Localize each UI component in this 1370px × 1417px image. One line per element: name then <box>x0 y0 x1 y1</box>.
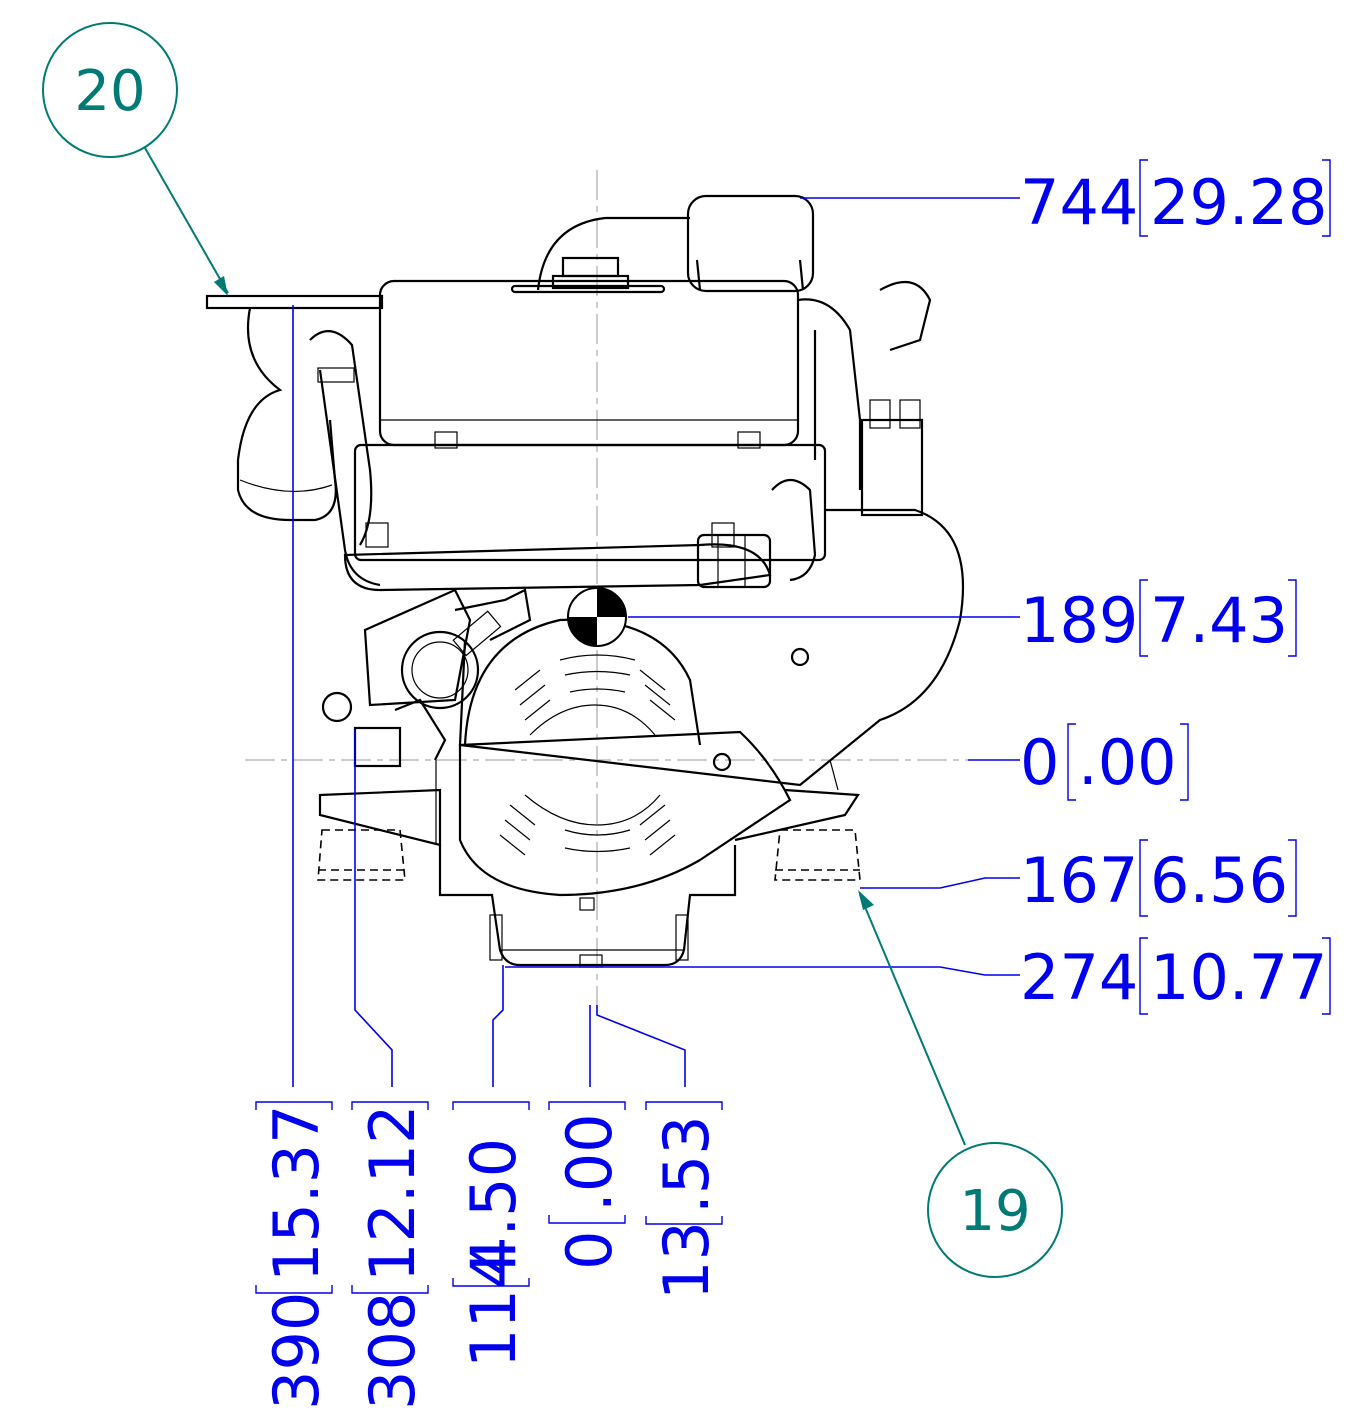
dim-0-right-mm: 0 <box>1020 726 1059 799</box>
center-of-gravity-marker <box>567 587 627 647</box>
bottom-dimension-lines <box>292 305 686 1087</box>
dim-189-mm: 189 <box>1020 584 1138 657</box>
dim-114-mm: 114 <box>457 1250 530 1368</box>
dim-13-inch: .53 <box>650 1115 723 1214</box>
dim-308-mm: 308 <box>356 1292 429 1410</box>
dim-390-inch: 15.37 <box>260 1105 333 1283</box>
dim-308-inch: 12.12 <box>356 1105 429 1283</box>
dim-274-inch: 10.77 <box>1150 941 1328 1014</box>
balloon-19-arrowhead <box>858 890 874 910</box>
dim-0-right-inch: .00 <box>1078 726 1177 799</box>
dim-167-mm: 167 <box>1020 844 1138 917</box>
balloon-19-label: 19 <box>959 1179 1030 1244</box>
dim-114-inch: 4.50 <box>457 1138 530 1276</box>
dim-189-inch: 7.43 <box>1150 584 1288 657</box>
balloon-20: 20 <box>42 22 229 296</box>
center-lines <box>245 170 1005 1005</box>
dim-189: 189 7.43 <box>1020 579 1297 657</box>
dim-13: 13 .53 <box>645 1101 723 1300</box>
dim-274-mm: 274 <box>1020 941 1138 1014</box>
dim-13-mm: 13 <box>650 1221 723 1300</box>
dim-0-bottom-mm: 0 <box>553 1231 626 1270</box>
dim-167-inch: 6.56 <box>1150 844 1288 917</box>
balloon-19: 19 <box>858 890 1063 1278</box>
dim-744-mm: 744 <box>1020 166 1138 239</box>
dim-744-inch: 29.28 <box>1150 166 1328 239</box>
dim-0-right: 0 .00 <box>1020 723 1189 801</box>
right-dimension-lines <box>505 197 1020 976</box>
balloon-20-arrowhead <box>214 276 228 296</box>
dim-167: 167 6.56 <box>1020 839 1297 917</box>
dim-0-bottom: 0 .00 <box>548 1101 626 1270</box>
dim-744: 744 29.28 <box>1020 159 1331 239</box>
dim-274: 274 10.77 <box>1020 937 1331 1015</box>
engine-outline <box>205 194 965 968</box>
dim-308: 308 12.12 <box>351 1101 429 1410</box>
dim-390-mm: 390 <box>260 1292 333 1410</box>
balloon-20-label: 20 <box>74 59 145 124</box>
dim-114: 114 4.50 <box>452 1101 530 1368</box>
dim-390: 390 15.37 <box>255 1101 333 1410</box>
dim-0-bottom-inch: .00 <box>553 1113 626 1212</box>
